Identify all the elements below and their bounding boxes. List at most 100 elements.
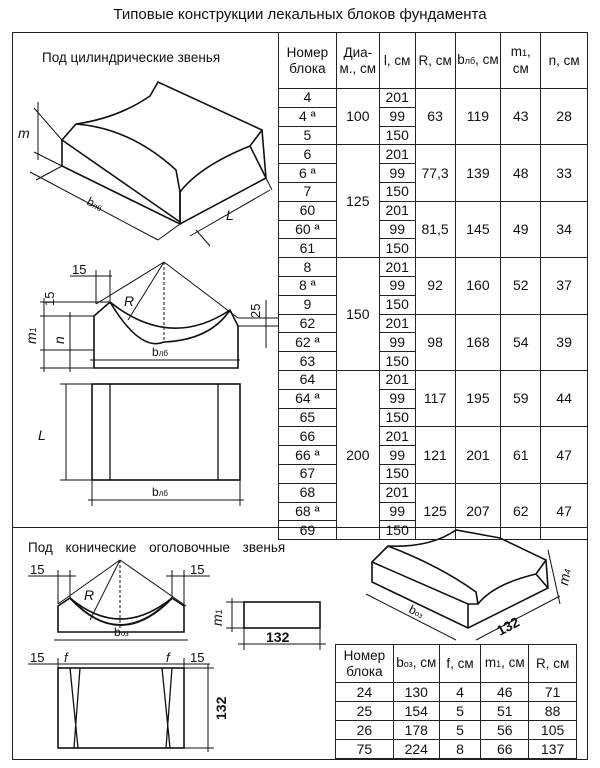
t2-header-m1: m1, см <box>480 644 530 683</box>
cell-b: 201 <box>454 426 502 484</box>
cell-b: 195 <box>454 369 502 428</box>
cell-l: 150 <box>378 238 416 259</box>
cell-block-number: 65 <box>278 407 337 428</box>
cell-block-number: 69 <box>278 520 337 541</box>
cell-m1: 48 <box>500 144 542 202</box>
cone-iso-body <box>371 559 549 629</box>
section2-title: Под конические оголовочные звенья <box>28 540 286 555</box>
cell-R: 121 <box>414 426 456 484</box>
cell-block-number: 64 <box>278 369 337 390</box>
cell-m1: 66 <box>480 739 530 759</box>
header-l: l, см <box>378 32 416 89</box>
cell-block-number: 8 <box>278 257 337 277</box>
cell-R: 105 <box>528 720 577 740</box>
cone-iso-dim-132: 132 <box>494 613 522 638</box>
cone-dim-bo: bоз <box>114 625 129 639</box>
cell-R: 63 <box>414 87 456 146</box>
cell-n: 28 <box>540 87 588 146</box>
cell-b: 154 <box>392 701 440 721</box>
header-b: bлб, см <box>454 32 502 89</box>
table-row: 4 ª 99 <box>278 106 588 127</box>
cell-R: 81,5 <box>414 200 456 259</box>
cell-m1: 52 <box>500 257 542 315</box>
cell-l: 150 <box>378 351 416 371</box>
cone-dim-132a: 132 <box>266 629 290 645</box>
t2-header-f: f, см <box>438 644 482 683</box>
cone-dim-R: R <box>84 587 94 603</box>
cell-block-number: 24 <box>335 682 394 702</box>
cell-f: 5 <box>438 720 482 740</box>
cone-side-view <box>243 601 321 629</box>
cell-block-number: 60 <box>278 200 337 221</box>
cone-cross-section <box>57 597 185 633</box>
cone-dim-m1: m1 <box>209 609 225 626</box>
cell-block-number: 62 ª <box>278 332 337 353</box>
cell-l: 99 <box>378 445 416 465</box>
page-title: Типовые конструкции лекальных блоков фун… <box>113 6 487 23</box>
cell-diameter: 100 <box>335 87 380 146</box>
cell-block-number: 67 <box>278 463 337 484</box>
dim-n-label: n <box>51 336 67 344</box>
cell-block-number: 68 <box>278 482 337 503</box>
cylindrical-blocks-table: Номер блока Диа-м., см l, см R, см bлб, … <box>278 32 588 541</box>
cell-m1: 51 <box>480 701 530 721</box>
cell-m1: 49 <box>500 200 542 259</box>
cone-dim-15d: 15 <box>190 650 204 665</box>
cell-l: 99 <box>378 388 416 409</box>
cone-dim-f1: f <box>64 650 69 665</box>
cell-block-number: 5 <box>278 125 337 146</box>
cell-n: 47 <box>540 426 588 484</box>
cell-R: 92 <box>414 257 456 315</box>
cone-dim-f2: f <box>166 650 171 665</box>
cell-block-number: 4 ª <box>278 106 337 127</box>
cell-b: 224 <box>392 739 440 759</box>
cell-b: 207 <box>454 482 502 541</box>
cell-b: 178 <box>392 720 440 740</box>
cell-diameter: 150 <box>335 257 380 371</box>
cell-block-number: 66 ª <box>278 445 337 465</box>
cell-l: 201 <box>378 482 416 503</box>
cone-plan-view <box>57 667 185 749</box>
dim-bl3-label: bлб <box>152 485 168 499</box>
cell-n: 37 <box>540 257 588 315</box>
cell-n: 47 <box>540 482 588 541</box>
cell-l: 201 <box>378 257 416 277</box>
cell-block-number: 26 <box>335 720 394 740</box>
cone-dim-132b: 132 <box>213 696 229 720</box>
cell-l: 150 <box>378 407 416 428</box>
dim-L2-label: L <box>38 427 46 443</box>
dim-m-label: m <box>18 125 30 141</box>
cell-l: 99 <box>378 106 416 127</box>
cell-b: 119 <box>454 87 502 146</box>
cell-m1: 43 <box>500 87 542 146</box>
cell-block-number: 62 <box>278 313 337 334</box>
cell-l: 99 <box>378 163 416 183</box>
header-block-number: Номер блока <box>278 32 337 89</box>
cell-f: 4 <box>438 682 482 702</box>
cell-diameter: 200 <box>335 369 380 541</box>
cell-l: 99 <box>378 501 416 522</box>
cell-b: 130 <box>392 682 440 702</box>
cell-R: 137 <box>528 739 577 759</box>
cell-b: 145 <box>454 200 502 259</box>
cell-l: 150 <box>378 181 416 202</box>
header-n: n, см <box>540 32 588 89</box>
cell-l: 150 <box>378 463 416 484</box>
cone-iso-dim-m4: m4 <box>555 567 574 586</box>
t2-header-block-number: Номер блока <box>335 644 394 683</box>
cone-dim-15c: 15 <box>30 650 44 665</box>
t2-header-R: R, см <box>528 644 577 683</box>
